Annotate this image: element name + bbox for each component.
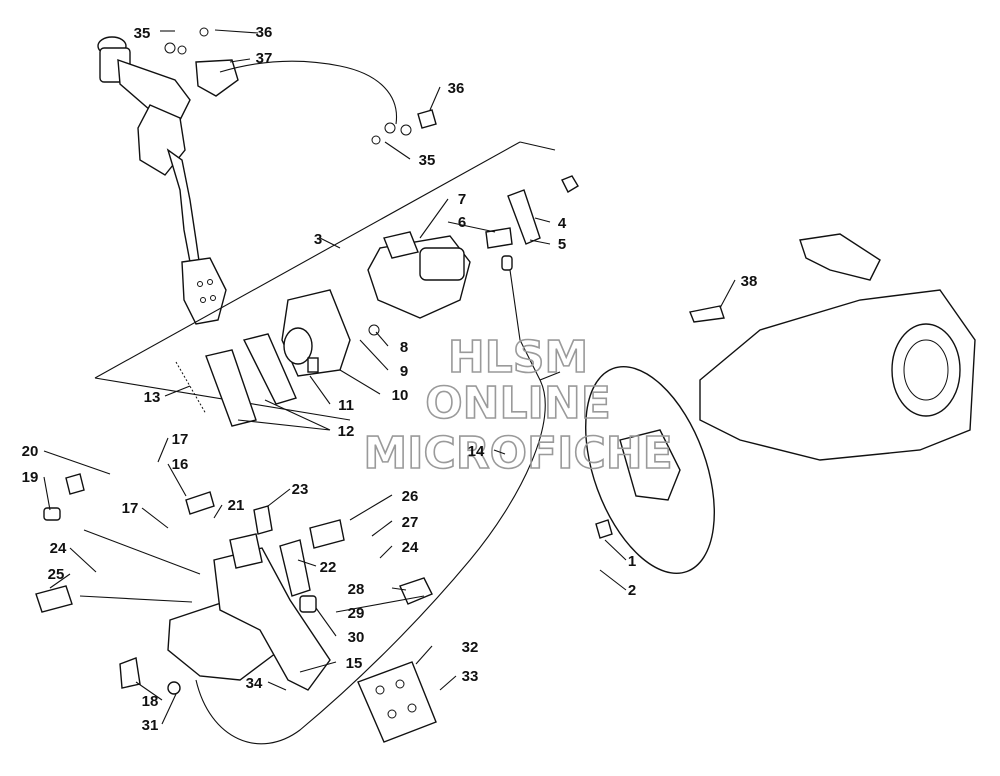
callout-3: 3 — [314, 231, 322, 248]
master-cylinder-pedal-assembly — [97, 27, 437, 325]
callout-26: 26 — [402, 488, 419, 505]
callout-19: 19 — [22, 469, 39, 486]
callout-24-right: 24 — [402, 539, 419, 556]
callout-31: 31 — [142, 717, 159, 734]
callout-37: 37 — [256, 50, 273, 67]
callout-28: 28 — [348, 581, 365, 598]
callout-2: 2 — [628, 582, 636, 599]
callout-17-top: 17 — [172, 431, 189, 448]
callout-36-right: 36 — [448, 80, 465, 97]
callout-18: 18 — [142, 693, 159, 710]
leader-lines — [43, 29, 736, 725]
watermark-line-1: HLSM — [448, 332, 588, 383]
callout-9: 9 — [400, 363, 408, 380]
callouts: 35 36 37 36 35 3 7 6 4 5 8 9 10 11 12 13… — [22, 24, 758, 734]
callout-7: 7 — [458, 191, 466, 208]
callout-8: 8 — [400, 339, 408, 356]
watermark-line-3: MICROFICHE — [363, 428, 672, 479]
callout-25: 25 — [48, 566, 65, 583]
callout-33: 33 — [462, 668, 479, 685]
callout-24-left: 24 — [50, 540, 67, 557]
callout-15: 15 — [346, 655, 363, 672]
callout-1: 1 — [628, 553, 636, 570]
brake-disc-and-gearcase — [585, 233, 976, 574]
callout-20: 20 — [22, 443, 39, 460]
callout-38: 38 — [741, 273, 758, 290]
callout-36-top: 36 — [256, 24, 273, 41]
hand-brake-lever-assembly — [35, 473, 437, 743]
callout-6: 6 — [458, 214, 466, 231]
callout-10: 10 — [392, 387, 409, 404]
callout-32: 32 — [462, 639, 479, 656]
callout-27: 27 — [402, 514, 419, 531]
callout-16: 16 — [172, 456, 189, 473]
callout-11: 11 — [338, 397, 354, 414]
callout-13: 13 — [144, 389, 161, 406]
callout-12: 12 — [338, 423, 355, 440]
callout-35-top: 35 — [134, 25, 151, 42]
watermark-line-2: ONLINE — [425, 378, 611, 429]
callout-21: 21 — [228, 497, 245, 514]
caliper-assembly — [175, 175, 579, 427]
callout-5: 5 — [558, 236, 566, 253]
callout-14: 14 — [468, 443, 485, 460]
callout-22: 22 — [320, 559, 337, 576]
callout-17-mid: 17 — [122, 500, 139, 517]
callout-23: 23 — [292, 481, 309, 498]
brake-cable — [195, 269, 561, 745]
callout-30: 30 — [348, 629, 365, 646]
callout-4: 4 — [558, 215, 567, 232]
watermark: HLSM ONLINE MICROFICHE — [363, 331, 674, 480]
callout-29: 29 — [348, 605, 365, 622]
callout-35-right: 35 — [419, 152, 436, 169]
callout-34: 34 — [246, 675, 263, 692]
